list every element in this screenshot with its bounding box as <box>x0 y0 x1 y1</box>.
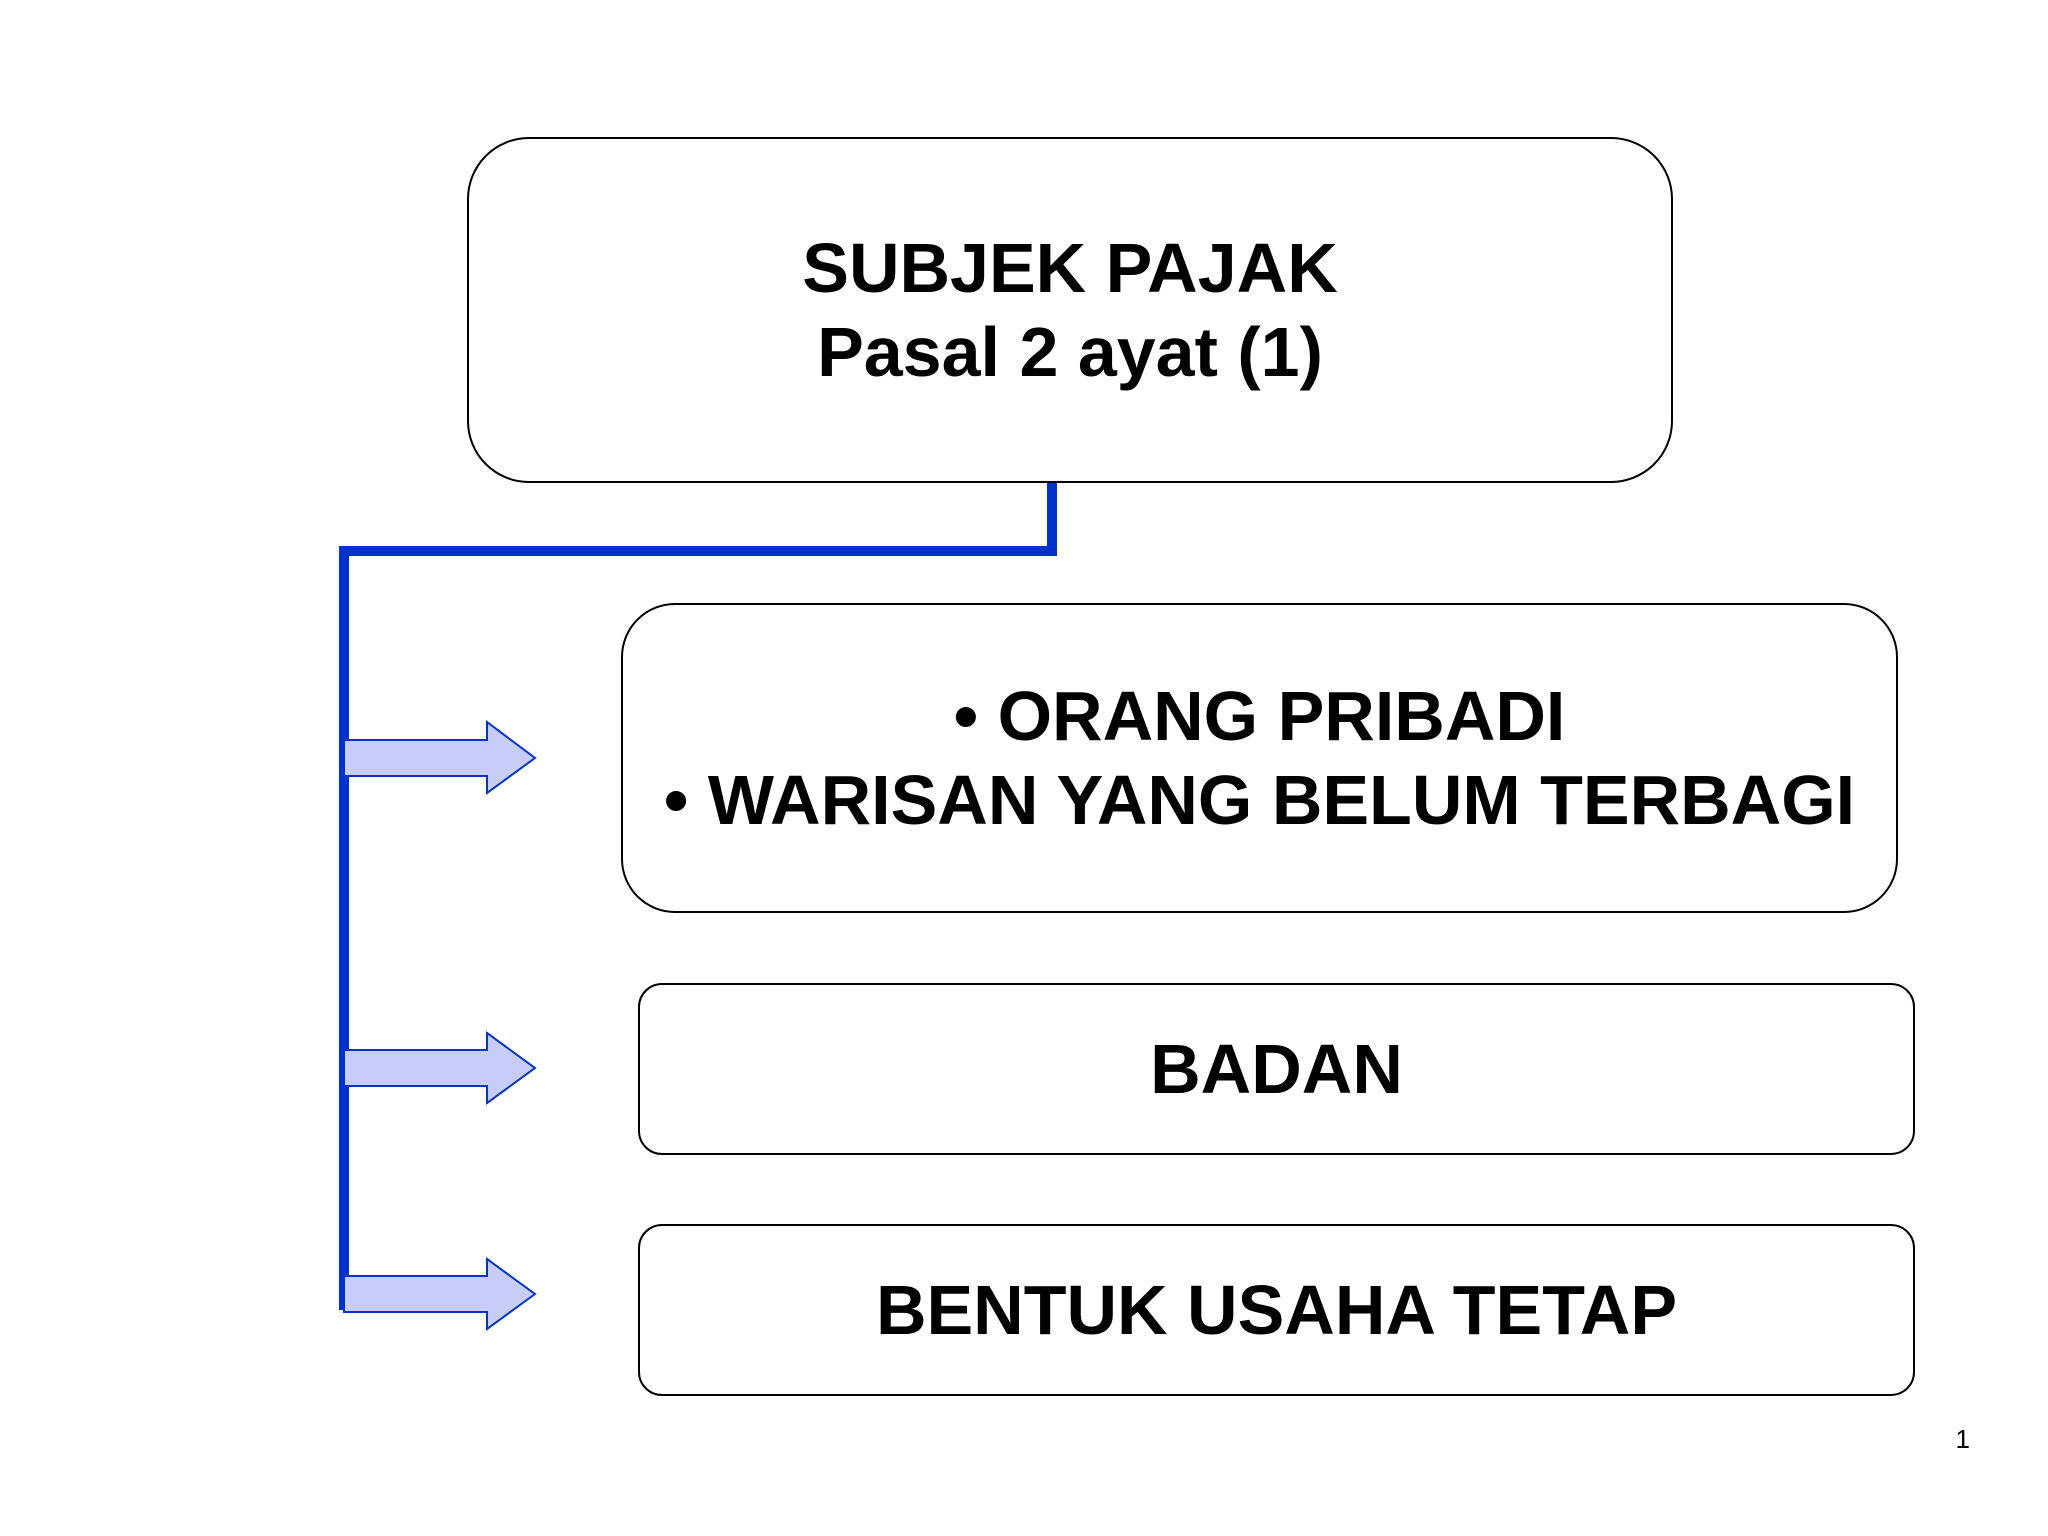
badan-label: BADAN <box>1150 1030 1403 1108</box>
subjek-pajak-subtitle: Pasal 2 ayat (1) <box>817 313 1323 391</box>
orang-pribadi-label: • ORANG PRIBADI <box>953 677 1566 755</box>
subjek-pajak-box: SUBJEK PAJAK Pasal 2 ayat (1) <box>467 137 1673 483</box>
warisan-label: • WARISAN YANG BELUM TERBAGI <box>663 761 1856 839</box>
subjek-pajak-title: SUBJEK PAJAK <box>802 229 1338 307</box>
orang-pribadi-box: • ORANG PRIBADI • WARISAN YANG BELUM TER… <box>621 603 1898 913</box>
arrow-to-badan <box>343 1031 537 1105</box>
bentuk-usaha-tetap-label: BENTUK USAHA TETAP <box>875 1271 1678 1349</box>
page-number: 1 <box>1955 1424 1970 1454</box>
badan-box: BADAN <box>638 983 1915 1155</box>
arrow-to-individual <box>343 720 537 795</box>
root-connector <box>339 483 1057 1310</box>
arrow-to-bentuk-usaha-tetap <box>343 1257 537 1331</box>
bentuk-usaha-tetap-box: BENTUK USAHA TETAP <box>638 1224 1915 1396</box>
